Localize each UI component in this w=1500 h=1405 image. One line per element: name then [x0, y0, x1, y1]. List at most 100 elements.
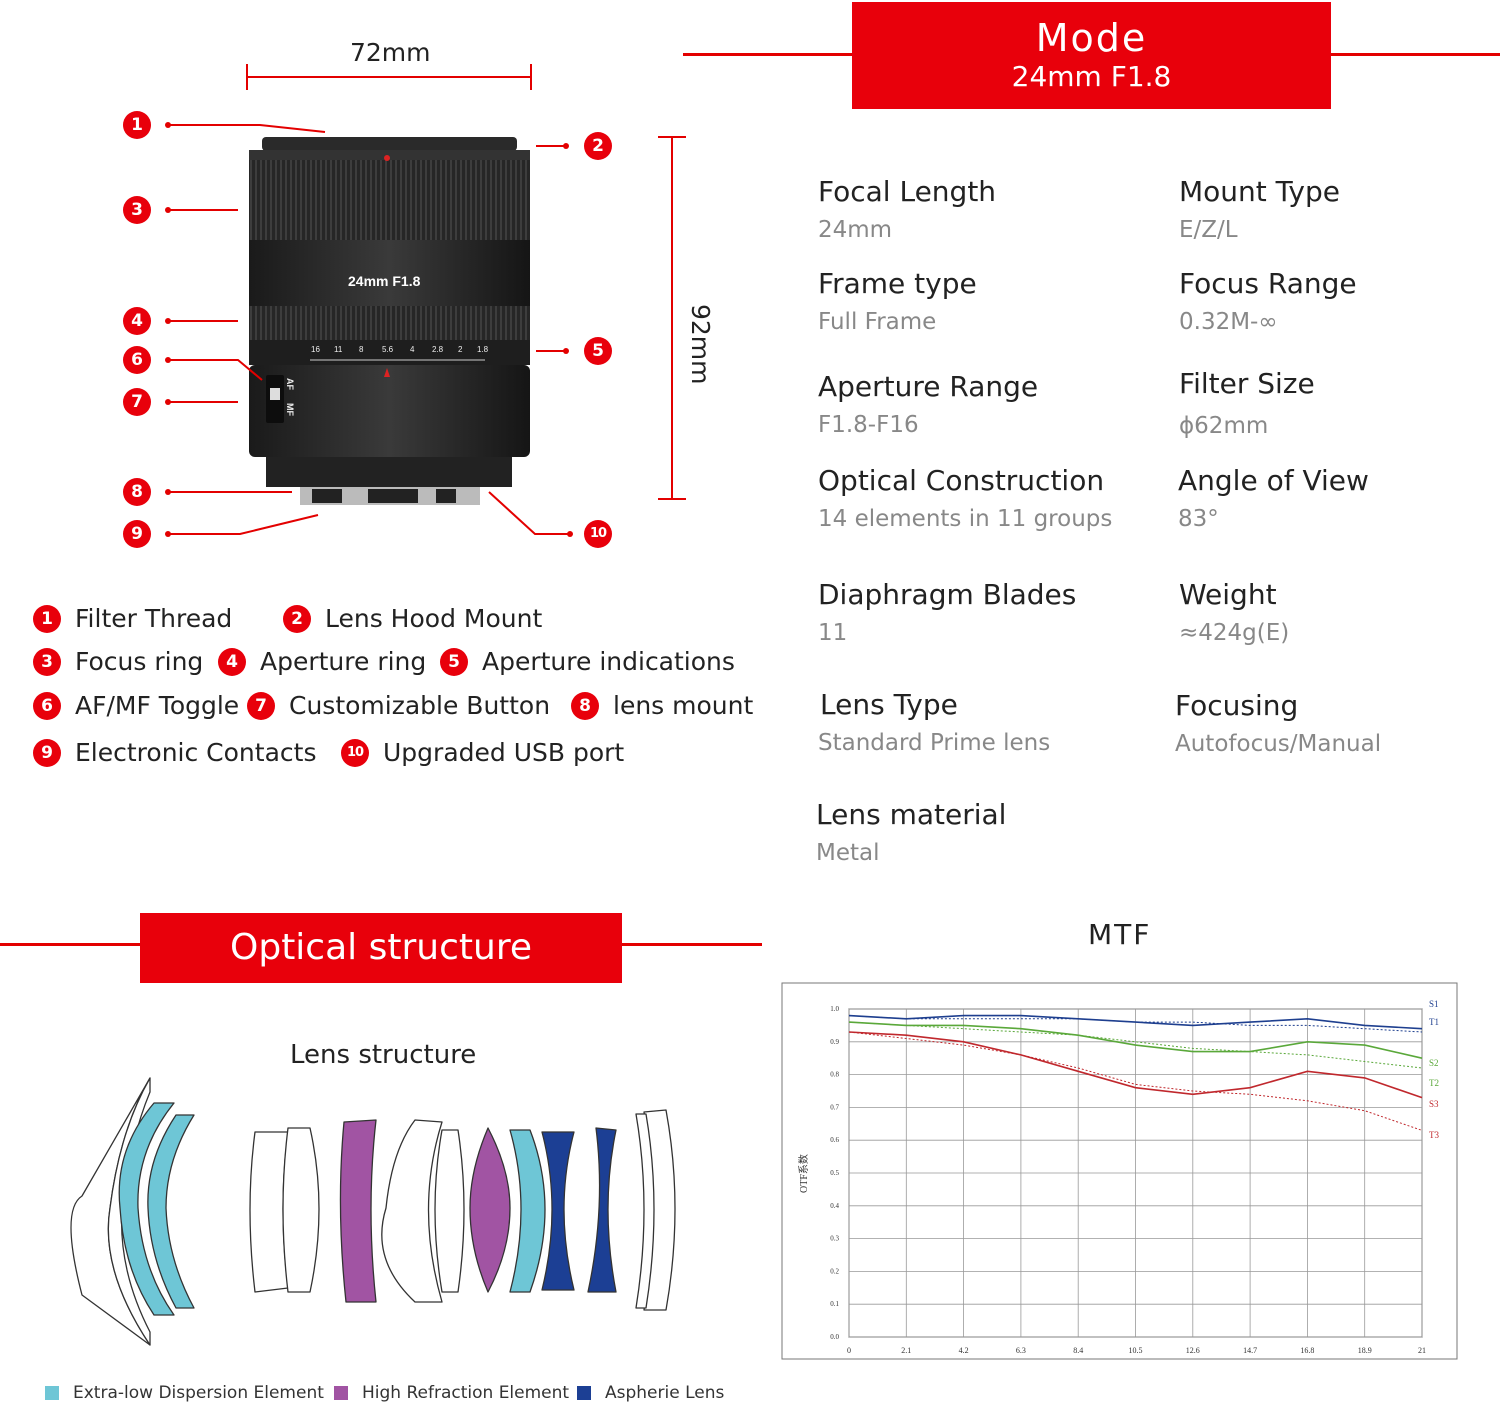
mtf-y-tick: 1.0 — [830, 1005, 839, 1013]
callout-leaders — [168, 124, 570, 535]
spec-label: Focus Range — [1179, 267, 1357, 300]
height-dimension-tick — [658, 498, 686, 500]
spec-value: 0.32M-∞ — [1179, 309, 1278, 335]
af-label: AF — [285, 378, 295, 390]
part-number: 7 — [247, 691, 275, 720]
width-dimension-tick — [530, 64, 532, 90]
key-label: High Refraction Element — [362, 1383, 570, 1403]
part-item: 4 Aperture ring — [218, 647, 426, 676]
mtf-title: MTF — [1088, 918, 1152, 951]
mtf-y-axis-label: OTF系数 — [797, 1154, 810, 1193]
key-label: Aspherie Lens — [605, 1383, 725, 1403]
height-dimension-tick — [658, 136, 686, 138]
ed-swatch — [45, 1386, 59, 1400]
mode-title: Mode — [1035, 16, 1148, 60]
spec-value: E/Z/L — [1179, 217, 1238, 243]
mtf-x-tick: 2.1 — [901, 1346, 911, 1355]
mtf-y-tick: 0.6 — [830, 1136, 839, 1144]
callout-badge-5: 5 — [584, 337, 612, 365]
part-name: Focus ring — [75, 647, 204, 676]
part-name: Upgraded USB port — [383, 738, 625, 767]
spec-value: F1.8-F16 — [818, 412, 919, 438]
spec-label: Frame type — [818, 267, 977, 300]
aperture-mark: 2.8 — [432, 345, 444, 354]
spec-label: Lens material — [816, 798, 1007, 831]
part-number: 6 — [33, 691, 61, 720]
high-refraction-element — [469, 1127, 511, 1293]
spec-label: Lens Type — [820, 688, 958, 721]
spec-label: Focusing — [1175, 689, 1299, 722]
aperture-mark: 5.6 — [382, 345, 394, 354]
part-name: Customizable Button — [289, 691, 551, 720]
spec-value: 83° — [1178, 506, 1219, 532]
lens-element — [635, 1113, 655, 1309]
mtf-series-label: T1 — [1429, 1017, 1439, 1027]
mtf-y-tick: 0.0 — [830, 1333, 839, 1341]
spec-diaphragm-blades: Diaphragm Blades 11 — [818, 578, 1076, 648]
aperture-mark: 2 — [458, 345, 463, 354]
height-dimension-line — [671, 137, 673, 499]
callout-badge-3: 3 — [123, 196, 151, 224]
asphere-element — [587, 1127, 617, 1293]
part-item: 3 Focus ring — [33, 647, 203, 676]
lens-element — [381, 1119, 443, 1303]
part-number: 8 — [571, 691, 599, 720]
mtf-x-tick: 18.9 — [1358, 1346, 1372, 1355]
mode-divider-right — [1330, 53, 1500, 56]
mtf-series-label: T2 — [1429, 1078, 1439, 1088]
spec-optical-construction: Optical Construction 14 elements in 11 g… — [818, 464, 1112, 534]
aperture-mark: 11 — [334, 345, 343, 354]
spec-value: ϕ62mm — [1179, 413, 1269, 439]
spec-mount-type: Mount Type E/Z/L — [1179, 175, 1340, 245]
key-high-refraction: High Refraction Element — [334, 1383, 569, 1403]
part-number: 3 — [33, 647, 61, 676]
spec-value: Autofocus/Manual — [1175, 731, 1382, 757]
part-number: 4 — [218, 647, 246, 676]
mtf-x-tick: 0 — [847, 1346, 851, 1355]
part-number: 5 — [440, 647, 468, 676]
spec-value: Full Frame — [818, 309, 937, 335]
spec-label: Aperture Range — [818, 370, 1039, 403]
lens-diagram: 24mm F1.8 16 11 8 5.6 4 2.8 2 1.8 AF MF — [165, 122, 573, 537]
ed-element — [118, 1102, 175, 1316]
aperture-mark: 1.8 — [477, 345, 489, 354]
mtf-y-tick: 0.5 — [830, 1169, 839, 1177]
width-dimension: 72mm — [350, 38, 431, 67]
key-ed-element: Extra-low Dispersion Element — [45, 1383, 324, 1403]
asphere-swatch — [577, 1386, 591, 1400]
height-dimension: 92mm — [686, 304, 715, 385]
part-number: 10 — [341, 738, 369, 767]
aperture-mark: 16 — [311, 345, 320, 354]
callout-badge-7: 7 — [123, 388, 151, 416]
mtf-y-tick: 0.9 — [830, 1038, 839, 1046]
key-label: Extra-low Dispersion Element — [73, 1383, 324, 1403]
mtf-x-tick: 16.8 — [1300, 1346, 1314, 1355]
high-refraction-element — [339, 1119, 377, 1303]
mtf-series-label: S3 — [1429, 1099, 1439, 1109]
aperture-mark: 4 — [410, 345, 415, 354]
mf-label: MF — [285, 403, 295, 416]
part-name: Aperture ring — [260, 647, 427, 676]
part-number: 1 — [33, 604, 61, 633]
part-name: Electronic Contacts — [75, 738, 317, 767]
mtf-x-tick: 6.3 — [1016, 1346, 1026, 1355]
mtf-y-tick: 0.2 — [830, 1267, 839, 1275]
spec-frame-type: Frame type Full Frame — [818, 267, 977, 337]
mtf-series-t1 — [848, 1015, 1423, 1033]
lens-element-diagram — [70, 1077, 676, 1346]
spec-label: Focal Length — [818, 175, 997, 208]
width-dimension-tick — [246, 64, 248, 90]
lens-model-label: 24mm F1.8 — [348, 273, 421, 289]
spec-aperture-range: Aperture Range F1.8-F16 — [818, 370, 1038, 440]
lens-body — [249, 137, 530, 505]
asphere-element — [541, 1131, 575, 1291]
aperture-mark: 8 — [359, 345, 364, 354]
spec-value: Standard Prime lens — [818, 730, 1051, 756]
mtf-x-tick: 21 — [1418, 1346, 1426, 1355]
